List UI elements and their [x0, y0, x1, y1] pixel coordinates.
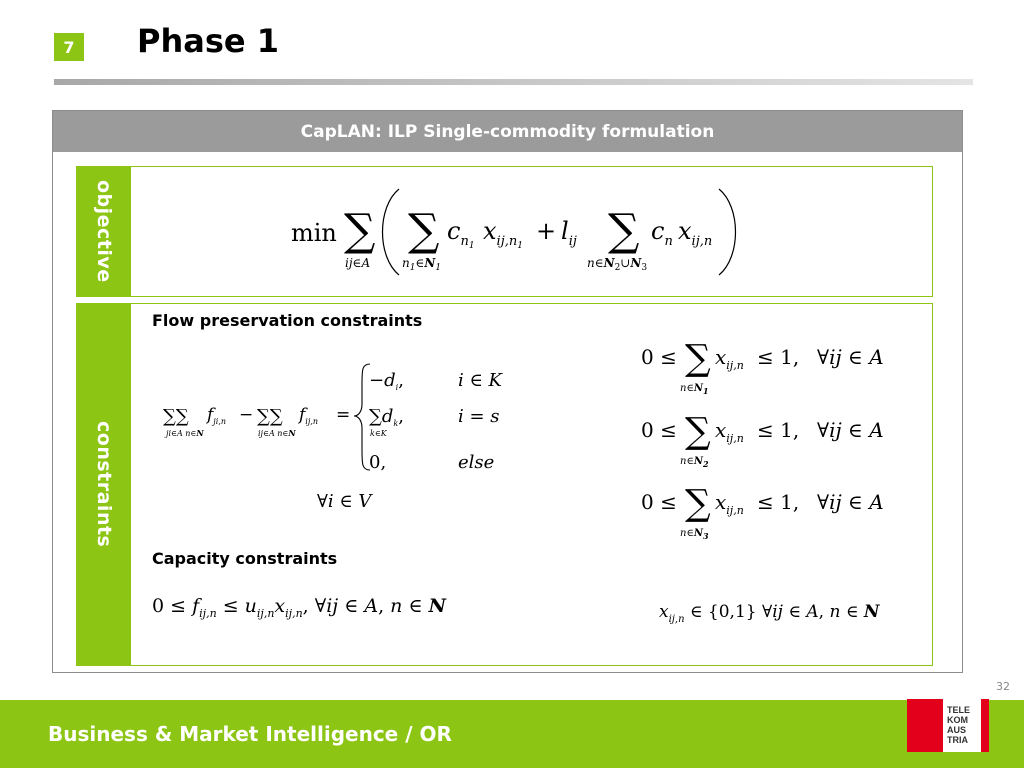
title-divider — [54, 79, 973, 85]
constraints-label-text: constraints — [93, 421, 115, 548]
footer-bar: Business & Market Intelligence / OR — [0, 700, 1024, 768]
svg-text:∀ij ∈ A: ∀ij ∈ A — [817, 418, 884, 442]
svg-text:k∈K: k∈K — [370, 429, 388, 438]
svg-text:xij,n ∈ {0,1} ∀ij ∈ A, n ∈ N: xij,n ∈ {0,1} ∀ij ∈ A, n ∈ N — [659, 602, 881, 625]
svg-text:∑: ∑ — [685, 338, 711, 379]
capacity-heading: Capacity constraints — [152, 549, 338, 568]
svg-text:0 ≤: 0 ≤ — [641, 418, 677, 442]
svg-text:∑∑: ∑∑ — [163, 406, 189, 427]
page-title: Phase 1 — [137, 22, 279, 60]
svg-text:+: + — [536, 217, 556, 245]
objective-label: objective — [77, 167, 131, 296]
svg-text:∀i ∈ V: ∀i ∈ V — [317, 491, 373, 512]
svg-text:n1∈N1: n1∈N1 — [402, 256, 441, 273]
svg-text:xij,n1: xij,n1 — [483, 217, 523, 251]
svg-text:0 ≤: 0 ≤ — [641, 345, 677, 369]
footer-text: Business & Market Intelligence / OR — [48, 722, 452, 746]
constraints-section: constraints Flow preservation constraint… — [76, 303, 933, 666]
svg-text:0,: 0, — [369, 452, 386, 473]
constraints-label: constraints — [77, 304, 131, 665]
svg-text:xij,n: xij,n — [715, 490, 744, 517]
slide-number-badge: 7 — [54, 33, 84, 61]
svg-text:∀ij ∈ A: ∀ij ∈ A — [817, 345, 884, 369]
svg-text:n∈N1: n∈N1 — [680, 383, 709, 396]
svg-text:cn1: cn1 — [447, 217, 475, 251]
svg-text:∑: ∑ — [685, 483, 711, 524]
objective-section: objective min ∑ ij∈A ∑ n1∈N1 cn1 xij,n1 … — [76, 166, 933, 297]
svg-text:∑: ∑ — [608, 205, 639, 256]
svg-text:cn: cn — [651, 217, 673, 249]
svg-text:∑: ∑ — [685, 411, 711, 452]
svg-text:−di,: −di, — [369, 370, 404, 392]
svg-text:≤ 1,: ≤ 1, — [757, 490, 799, 514]
svg-text:0 ≤: 0 ≤ — [641, 490, 677, 514]
svg-text:xij,n: xij,n — [715, 345, 744, 372]
svg-text:ji∈A n∈N: ji∈A n∈N — [164, 428, 204, 438]
svg-text:∑∑: ∑∑ — [257, 406, 283, 427]
svg-text:n∈N3: n∈N3 — [680, 528, 709, 541]
svg-text:i = s: i = s — [458, 406, 500, 427]
svg-text:n∈N2∪N3: n∈N2∪N3 — [587, 256, 647, 273]
svg-text:=: = — [336, 405, 350, 425]
flow-heading: Flow preservation constraints — [152, 311, 423, 330]
formulation-frame: CapLAN: ILP Single-commodity formulation… — [52, 110, 963, 673]
logo-text: TELE KOM AUS TRIA — [947, 705, 971, 745]
frame-header: CapLAN: ILP Single-commodity formulation — [53, 111, 962, 152]
flow-formula: ∑∑ ji∈A n∈N fji,n − ∑∑ ij∈A n∈N fij,n = … — [152, 338, 884, 625]
svg-text:ij∈A: ij∈A — [345, 256, 370, 270]
svg-text:xij,n: xij,n — [715, 418, 744, 445]
objective-label-text: objective — [93, 180, 115, 283]
svg-text:n∈N2: n∈N2 — [680, 456, 709, 469]
svg-text:≤ 1,: ≤ 1, — [757, 345, 799, 369]
svg-text:i ∈ K: i ∈ K — [458, 370, 504, 391]
svg-text:xij,n: xij,n — [678, 217, 712, 249]
svg-text:∑: ∑ — [408, 205, 439, 256]
svg-text:0 ≤ fij,n ≤ uij,nxij,n, ∀ij: 0 ≤ fij,n ≤ uij,nxij,n, ∀ij ∈ A, n ∈ N — [152, 595, 447, 620]
svg-text:else: else — [458, 452, 494, 473]
svg-text:−: − — [239, 405, 253, 425]
svg-text:ij∈A n∈N: ij∈A n∈N — [258, 428, 296, 438]
svg-text:∑: ∑ — [344, 205, 375, 256]
svg-text:∑dk,: ∑dk, — [369, 406, 404, 428]
objective-formula: min ∑ ij∈A ∑ n1∈N1 cn1 xij,n1 + lij ∑ n∈… — [291, 188, 736, 276]
svg-text:∀ij ∈ A: ∀ij ∈ A — [817, 490, 884, 514]
svg-text:lij: lij — [561, 217, 577, 249]
svg-text:fji,n: fji,n — [205, 405, 226, 426]
svg-text:fij,n: fij,n — [297, 405, 318, 426]
svg-text:≤ 1,: ≤ 1, — [757, 418, 799, 442]
svg-text:min: min — [291, 219, 337, 247]
telekom-austria-logo: TELE KOM AUS TRIA — [907, 699, 989, 752]
page-number: 32 — [996, 680, 1010, 693]
